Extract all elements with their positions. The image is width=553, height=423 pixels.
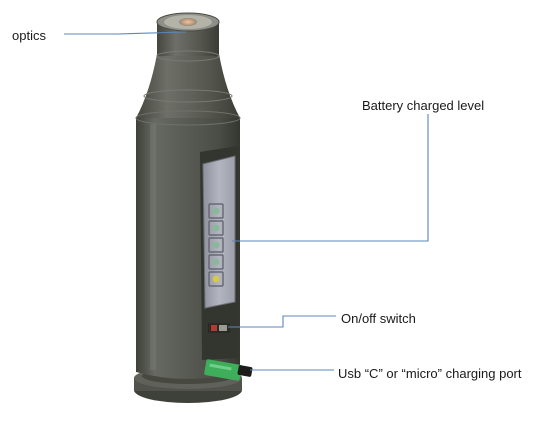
indicator-led bbox=[212, 241, 220, 249]
leader-line-battery bbox=[232, 114, 429, 242]
indicator-slot bbox=[208, 203, 224, 219]
battery-panel bbox=[202, 155, 236, 309]
leader-line-switch bbox=[228, 315, 336, 328]
indicator-slot bbox=[208, 254, 224, 270]
shoulder bbox=[136, 54, 240, 118]
indicator-led bbox=[212, 207, 220, 215]
shoulder-ring bbox=[143, 89, 233, 103]
shoulder-edge bbox=[135, 110, 241, 126]
battery-indicators bbox=[208, 203, 224, 287]
neck-bottom bbox=[156, 50, 220, 62]
power-switch bbox=[208, 323, 230, 333]
indicator-slot bbox=[208, 220, 224, 236]
indicator-slot bbox=[208, 237, 224, 253]
leader-lines bbox=[64, 31, 429, 371]
power-switch-label: On/off switch bbox=[341, 311, 416, 326]
optics-label: optics bbox=[12, 28, 46, 43]
body-highlight bbox=[150, 124, 156, 370]
leader-line-optics bbox=[64, 31, 187, 35]
indicator-led bbox=[212, 275, 220, 283]
indicator-slot bbox=[208, 271, 224, 287]
indicator-led bbox=[212, 224, 220, 232]
optics-lens bbox=[179, 18, 197, 26]
battery-level-label: Battery charged level bbox=[362, 98, 485, 113]
usb-port-label: Usb “C” or “micro” charging port bbox=[338, 366, 522, 381]
indicator-led bbox=[212, 258, 220, 266]
usb-charging-port bbox=[204, 359, 253, 381]
